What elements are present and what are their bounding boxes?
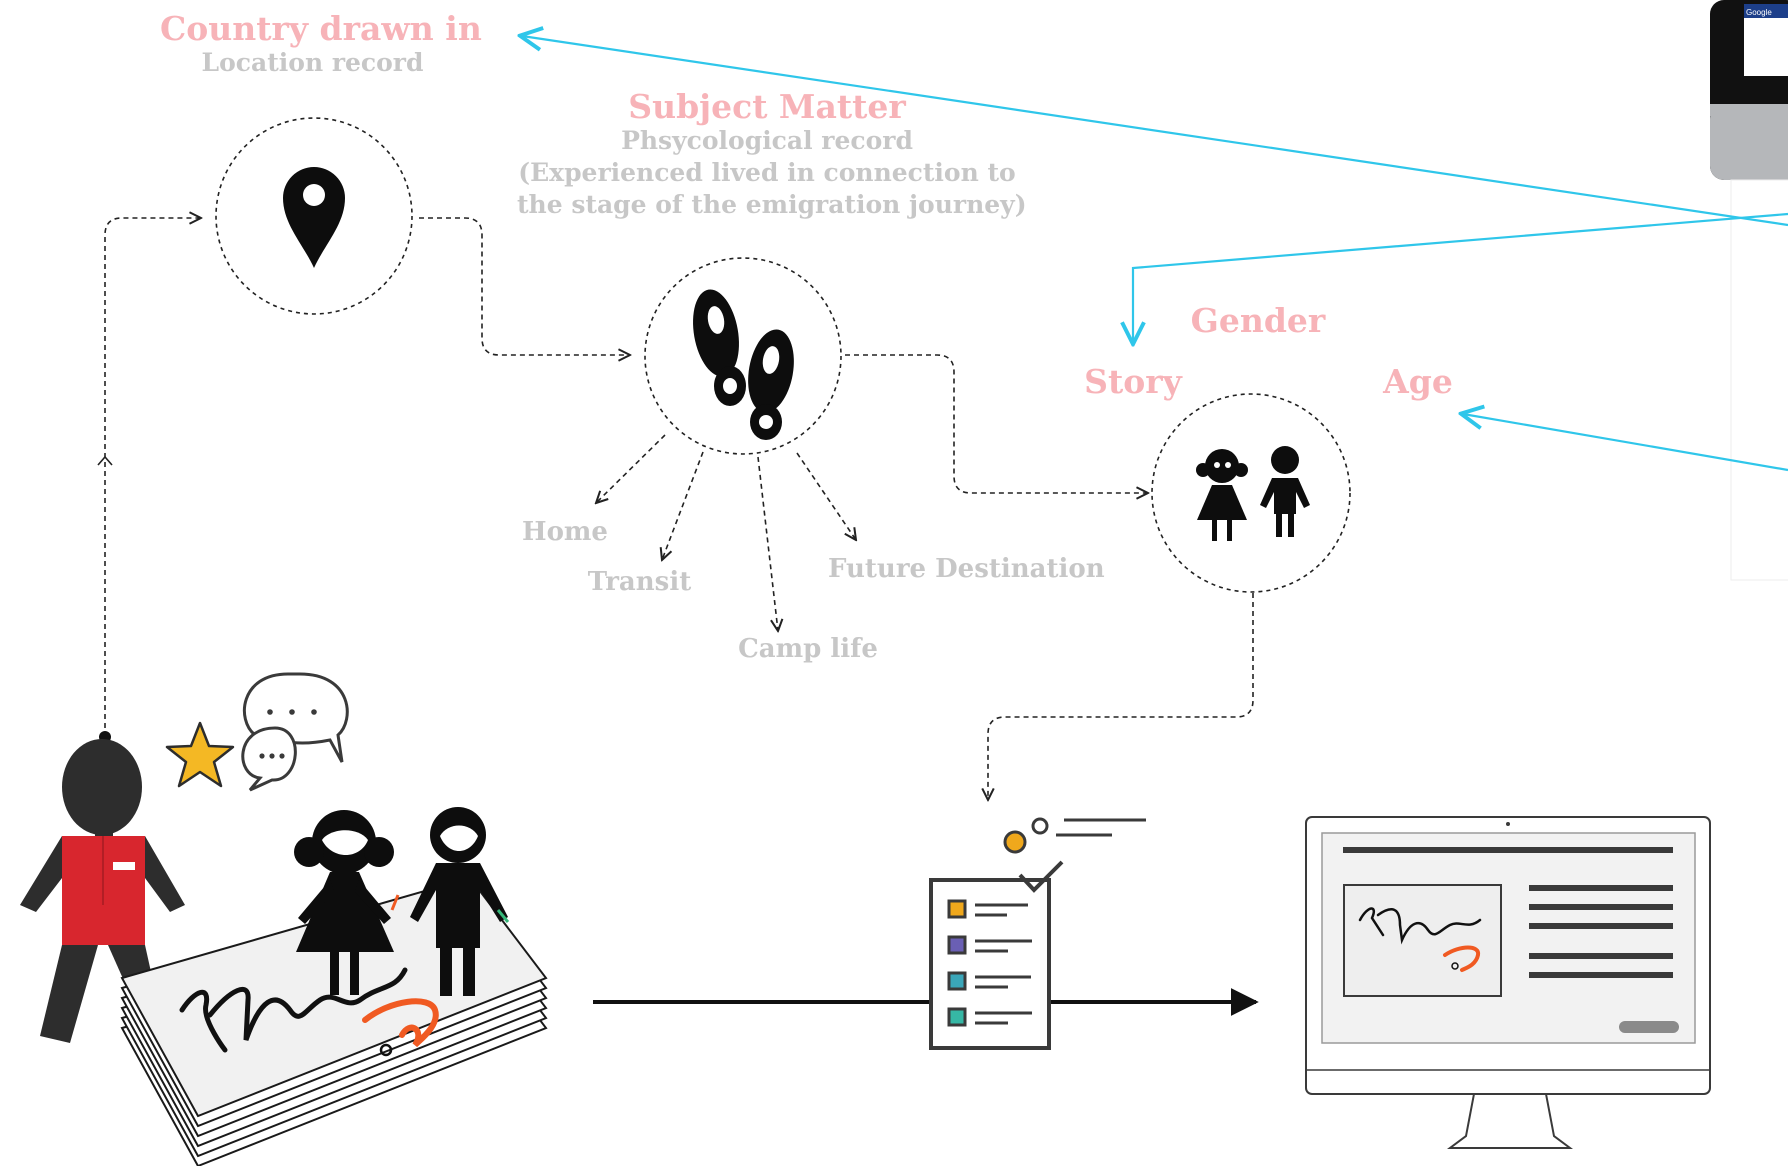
branch-home-label: Home [522,517,608,547]
branch-camp-life-label: Camp life [738,634,878,664]
branch-camp-life [757,456,778,631]
subject-description-line2: the stage of the emigration journey) [517,190,1027,219]
country-drawn-in-label: Country drawn in [160,9,482,48]
cyan-arrow-story [1133,212,1788,342]
connector-footsteps-to-children [845,354,1148,493]
connector-worker-to-location [104,218,201,737]
partial-window-frame: Google [1710,0,1788,581]
speech-bubbles-icon [241,672,349,792]
cyan-arrow-country [522,36,1788,227]
location-pin-icon [283,167,345,268]
children-large-icon [294,807,510,996]
monitor-icon [1305,816,1711,1149]
gender-label: Gender [1190,301,1326,340]
branch-future-destination-label: Future Destination [828,554,1105,584]
connector-children-to-checklist [988,593,1254,800]
subject-matter-label: Subject Matter [628,87,906,126]
psychological-record-label: Phsycological record [621,126,913,155]
branch-home [596,434,666,503]
story-label: Story [1084,362,1182,401]
branch-transit [662,451,704,560]
branch-future-destination [796,452,856,540]
footsteps-circle [644,257,842,455]
children-icon [1196,446,1310,541]
cyan-arrow-age [1463,414,1788,472]
google-tab-label: Google [1746,8,1772,17]
children-circle [1151,393,1351,593]
branch-transit-label: Transit [587,567,692,597]
connector-up-arrowhead [97,455,113,466]
dashed-connectors [104,217,1254,800]
checklist-icon [929,817,1146,1050]
age-label: Age [1383,362,1453,401]
cyan-connectors [522,36,1788,472]
footsteps-icon [693,289,794,440]
subject-description-line1: (Experienced lived in connection to [518,158,1016,187]
connector-location-to-footsteps [419,217,630,355]
location-record-label: Location record [201,48,424,77]
star-icon [165,721,235,788]
